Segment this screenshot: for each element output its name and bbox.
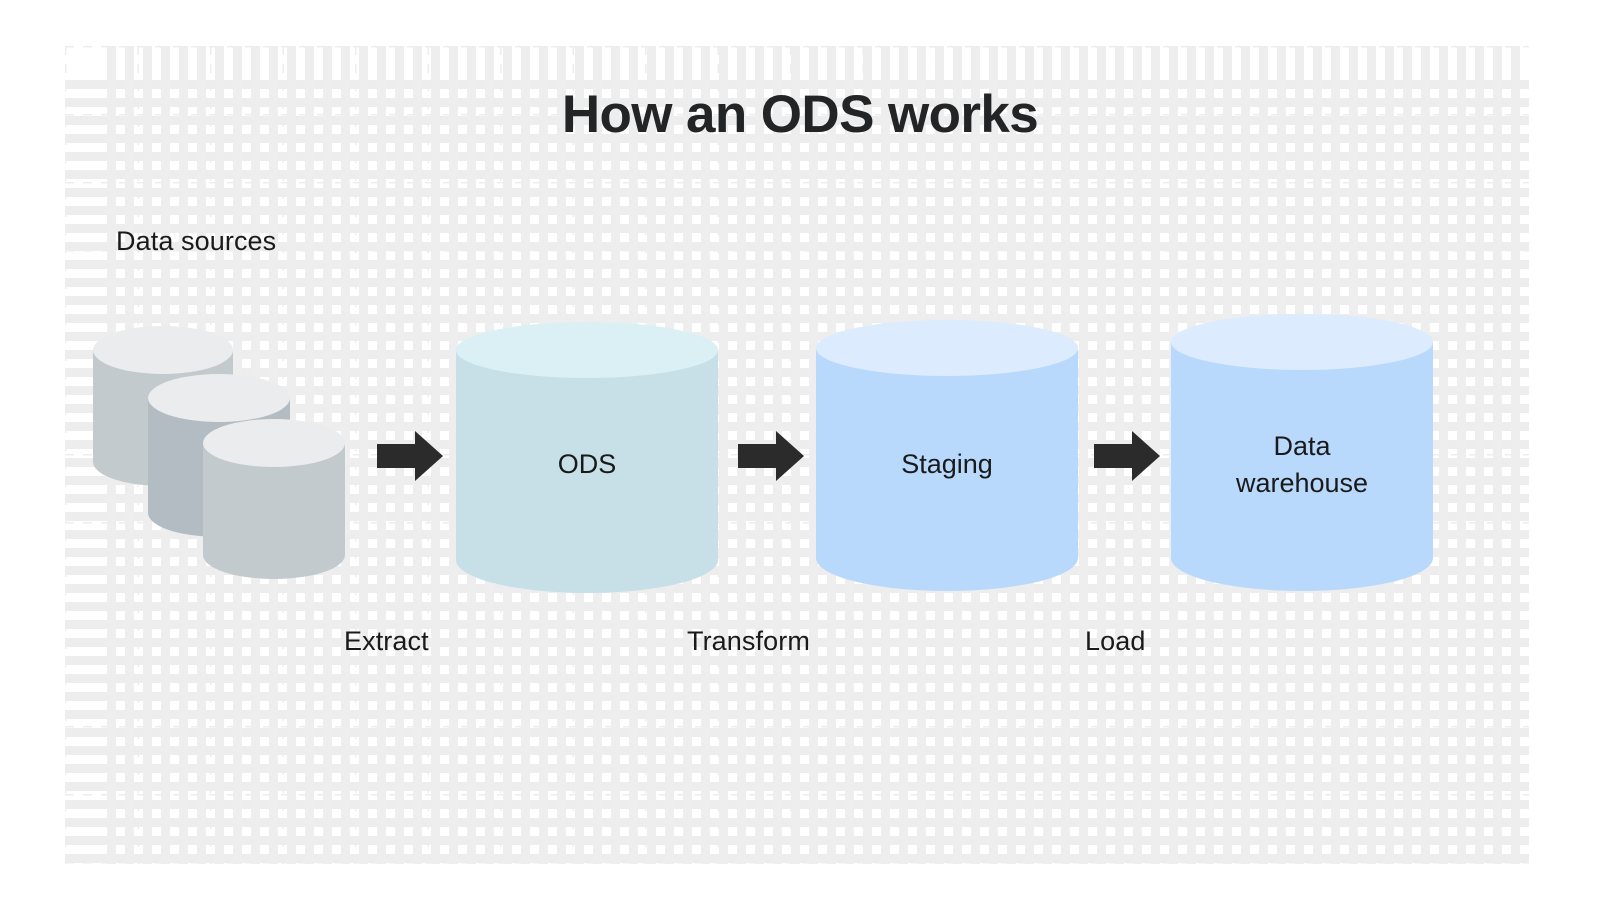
cylinder-ods-label: ODS [557, 449, 617, 479]
cylinder-staging [812, 318, 1082, 603]
data-sources-label: Data sources [116, 226, 277, 256]
page-title: How an ODS works [561, 85, 1039, 144]
step-label-transform: Transform [687, 626, 810, 656]
cylinder-staging-label: Staging [901, 449, 993, 479]
cylinder-data-warehouse-label: Data warehouse [1235, 431, 1369, 498]
arrow-transform [738, 428, 806, 489]
data-source-cylinder-front [203, 419, 345, 579]
arrow-load [1094, 428, 1162, 489]
data-source-cylinders [85, 315, 365, 585]
cylinder-ods [452, 320, 722, 605]
arrow-extract [377, 428, 445, 489]
cylinder-data-warehouse [1167, 310, 1437, 600]
step-label-extract: Extract [344, 626, 429, 656]
step-label-load: Load [1085, 626, 1146, 656]
